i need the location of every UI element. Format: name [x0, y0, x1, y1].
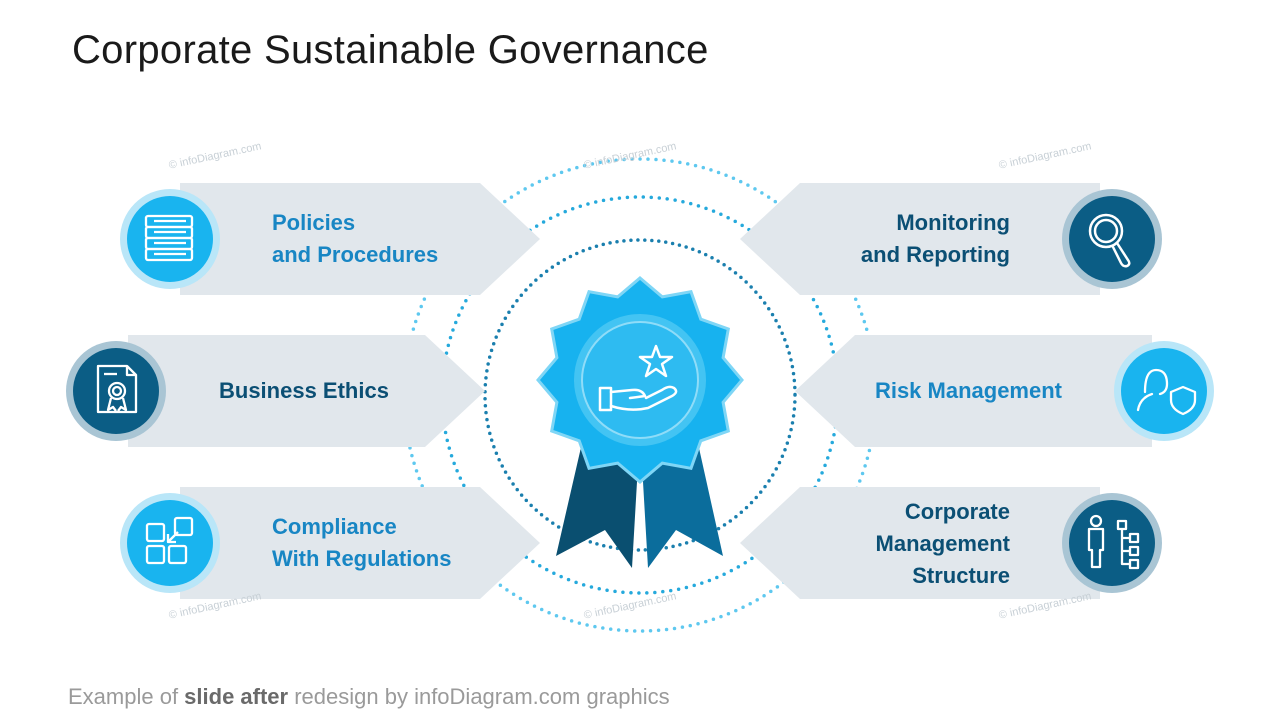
- arrow-shape-structure: [740, 487, 1100, 599]
- footer-bold: slide after: [184, 684, 289, 709]
- arrow-shape-risk: [795, 335, 1152, 447]
- arrow-shape-compliance: [180, 487, 540, 599]
- icon-circle-ethics: [66, 341, 166, 441]
- footer-caption: Example of slide after redesign by infoD…: [68, 684, 670, 710]
- label-business-ethics: Business Ethics: [219, 378, 389, 403]
- hand-star-icon: [598, 344, 678, 412]
- icon-circle-risk: [1114, 341, 1214, 441]
- icon-circle-compliance: [120, 493, 220, 593]
- award-badge: [536, 276, 744, 484]
- badge-center: [581, 321, 699, 439]
- label-policies: Policies and Procedures: [272, 210, 439, 267]
- magnifier-icon: [1088, 213, 1131, 268]
- inner-dotted-ring: [483, 238, 797, 552]
- label-risk-management: Risk Management: [874, 378, 1062, 403]
- star-icon: [638, 344, 674, 378]
- arrow-shape-monitoring: [740, 183, 1100, 295]
- arrow-shape-policies: [180, 183, 540, 295]
- blocks-arrow-icon: [145, 516, 194, 565]
- icon-circle-structure: [1062, 493, 1162, 593]
- certificate-icon: [96, 364, 138, 414]
- books-icon: [144, 214, 194, 262]
- label-monitoring: Monitoring and Reporting: [860, 210, 1010, 267]
- footer-prefix: Example of: [68, 684, 185, 709]
- label-compliance: Compliance With Regulations: [272, 514, 452, 571]
- label-corporate-structure: Corporate Management Structure: [875, 499, 1010, 588]
- slide-title: Corporate Sustainable Governance: [72, 28, 709, 72]
- icon-circle-monitoring: [1062, 189, 1162, 289]
- person-shield-icon: [1136, 368, 1197, 416]
- footer-suffix: redesign by infoDiagram.com graphics: [288, 684, 670, 709]
- icon-circle-policies: [120, 189, 220, 289]
- org-structure-icon: [1087, 514, 1140, 570]
- arrow-shape-ethics: [128, 335, 485, 447]
